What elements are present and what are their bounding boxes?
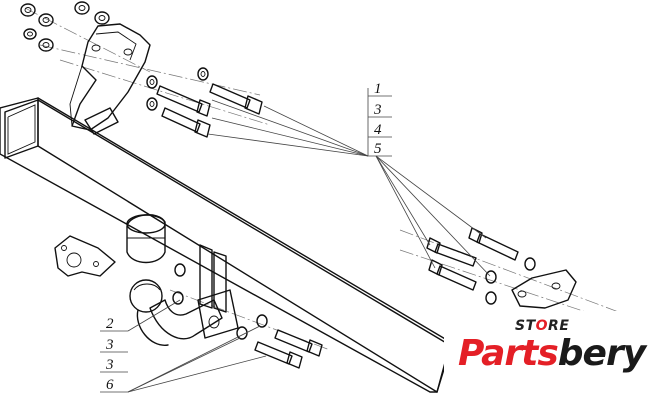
callouts-upper: 1 3 4 5 xyxy=(368,81,392,157)
bolts-right xyxy=(426,227,519,291)
callout-label: 3 xyxy=(105,357,114,373)
socket-plate-bracket xyxy=(54,235,116,277)
callout-label: 6 xyxy=(106,377,114,393)
callout-label: 3 xyxy=(105,337,114,353)
callout-label: 2 xyxy=(106,316,114,332)
bolts-upper xyxy=(156,83,263,138)
bolts-lower xyxy=(254,329,323,369)
right-mounting-bracket xyxy=(511,269,577,309)
washers-right xyxy=(485,257,536,305)
logo-wordmark: Partsbery xyxy=(458,333,646,374)
left-mounting-bracket xyxy=(69,23,151,135)
callouts-lower: 2 3 3 6 xyxy=(100,299,267,393)
callout-label: 4 xyxy=(374,122,382,138)
tow-ball-assembly xyxy=(129,244,239,346)
centerlines xyxy=(24,7,641,351)
nuts-washers-top-left xyxy=(20,1,110,52)
callout-label: 1 xyxy=(374,81,382,97)
electrical-socket xyxy=(126,214,166,264)
main-cross-beam xyxy=(0,97,453,393)
leader-lines-upper xyxy=(207,88,491,277)
callout-label: 5 xyxy=(374,141,382,157)
washers-upper xyxy=(146,67,209,111)
logo-store-text: STORE xyxy=(515,318,570,334)
partsbery-store-logo: STORE Partsbery xyxy=(444,311,649,401)
washers-ball-side xyxy=(172,263,268,340)
callout-label: 3 xyxy=(373,102,382,118)
